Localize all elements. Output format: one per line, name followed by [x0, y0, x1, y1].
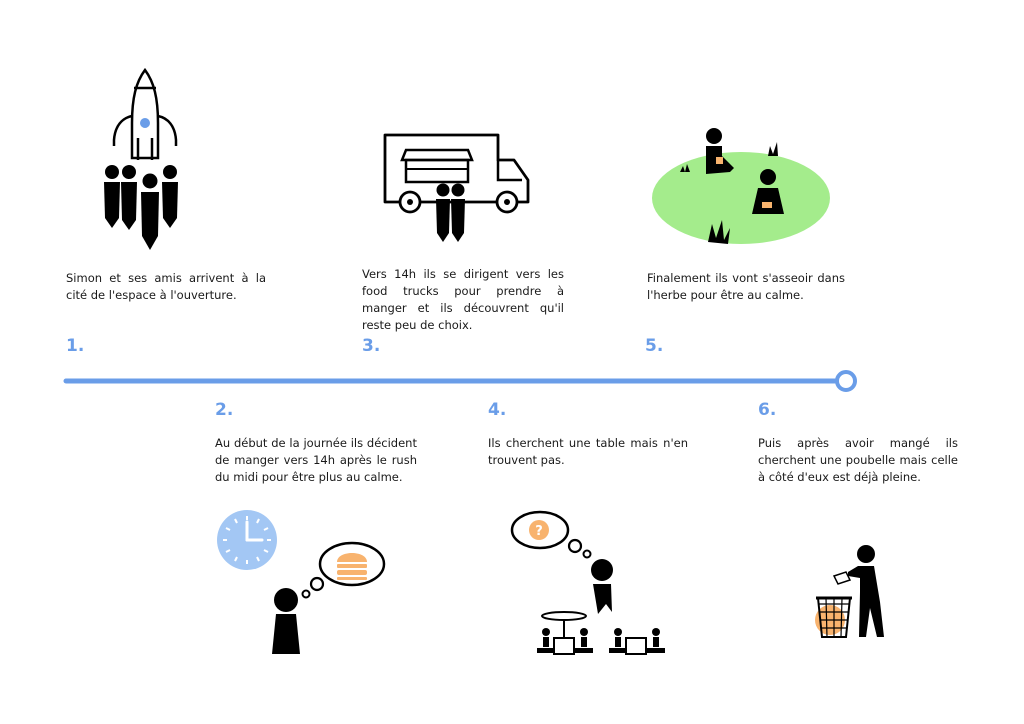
step-5-number: 5. [645, 336, 664, 356]
food-truck-icon [383, 133, 530, 242]
timeline-end-marker [835, 370, 857, 392]
step-4-number: 4. [488, 400, 507, 420]
person-trash-bin-icon [815, 545, 884, 638]
clock-icon [217, 510, 277, 570]
step-2-text: Au début de la journée ils décident de m… [215, 436, 417, 484]
step-1-number: 1. [66, 336, 85, 356]
step-6-number: 6. [758, 400, 777, 420]
svg-text:?: ? [535, 524, 543, 539]
step-6-text: Puis après avoir mangé ils cherchent une… [758, 436, 958, 484]
step-3-number: 3. [362, 336, 381, 356]
step-1-text: Simon et ses amis arrivent à la cité de … [66, 271, 266, 302]
thinking-person-tables-icon: ? [510, 510, 665, 655]
rocket-with-people-icon [104, 68, 178, 250]
step-3-text: Vers 14h ils se dirigent vers les food t… [362, 267, 564, 332]
step-5-text: Finalement ils vont s'asseoir dans l'her… [647, 271, 845, 302]
step-2-number: 2. [215, 400, 234, 420]
burger-icon [337, 553, 367, 580]
step-4-text: Ils cherchent une table mais n'en trouve… [488, 436, 688, 467]
people-on-grass-icon [652, 128, 830, 244]
clock-and-burger-thought-icon [217, 510, 386, 654]
